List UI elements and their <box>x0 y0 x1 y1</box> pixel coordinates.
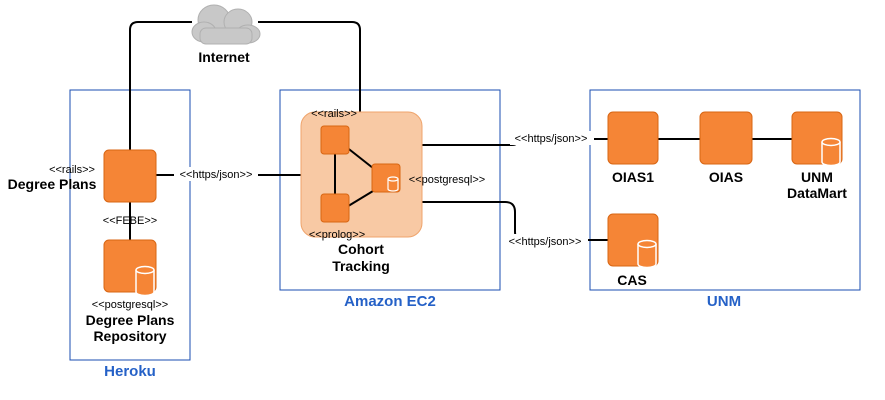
datamart-label-1: UNM <box>801 169 833 185</box>
oias1-label: OIAS1 <box>612 169 654 185</box>
cloud-icon <box>191 4 261 45</box>
database-icon <box>821 137 841 167</box>
oias1-node <box>607 111 659 165</box>
cohort-tracking-label-1: Cohort <box>338 241 384 257</box>
degree-plans-repo-label-1: Degree Plans <box>86 312 175 328</box>
cohort-rails-node <box>320 125 350 155</box>
degree-plans-label: Degree Plans <box>8 176 97 192</box>
degree-plans-repo-label-2: Repository <box>93 328 166 344</box>
degree-plans-node <box>103 149 157 203</box>
cohort-rails-stereotype: <<rails>> <box>311 108 357 120</box>
degree-plans-repo-stereotype: <<postgresql>> <box>92 299 168 311</box>
ec2-oias1-edge-label: <<https/json>> <box>515 133 588 145</box>
edge-degree-plans-internet <box>129 21 192 150</box>
degree-plans-stereotype: <<rails>> <box>49 164 95 176</box>
heroku-ec2-edge-label: <<https/json>> <box>180 169 253 181</box>
cas-label: CAS <box>617 272 647 288</box>
cohort-tracking-container <box>300 111 423 238</box>
database-icon <box>637 239 657 269</box>
ec2-group-title: Amazon EC2 <box>344 293 436 310</box>
unm-group-title: UNM <box>707 293 741 310</box>
datamart-label-2: DataMart <box>787 185 847 201</box>
database-icon <box>135 265 155 297</box>
ec2-group <box>279 89 501 291</box>
cohort-postgresql-stereotype: <<postgresql>> <box>409 174 485 186</box>
internet-label: Internet <box>198 49 250 65</box>
edge-internet-ec2 <box>258 21 361 112</box>
oias-node <box>699 111 753 165</box>
febe-label: <<FEBE>> <box>103 215 157 227</box>
cohort-prolog-node <box>320 193 350 223</box>
cohort-prolog-stereotype: <<prolog>> <box>309 229 365 241</box>
cohort-tracking-label-2: Tracking <box>332 258 390 274</box>
unm-group <box>589 89 861 291</box>
oias-label: OIAS <box>709 169 743 185</box>
database-icon <box>387 176 399 192</box>
ec2-cas-edge-label: <<https/json>> <box>509 236 582 248</box>
heroku-group-title: Heroku <box>104 363 156 380</box>
